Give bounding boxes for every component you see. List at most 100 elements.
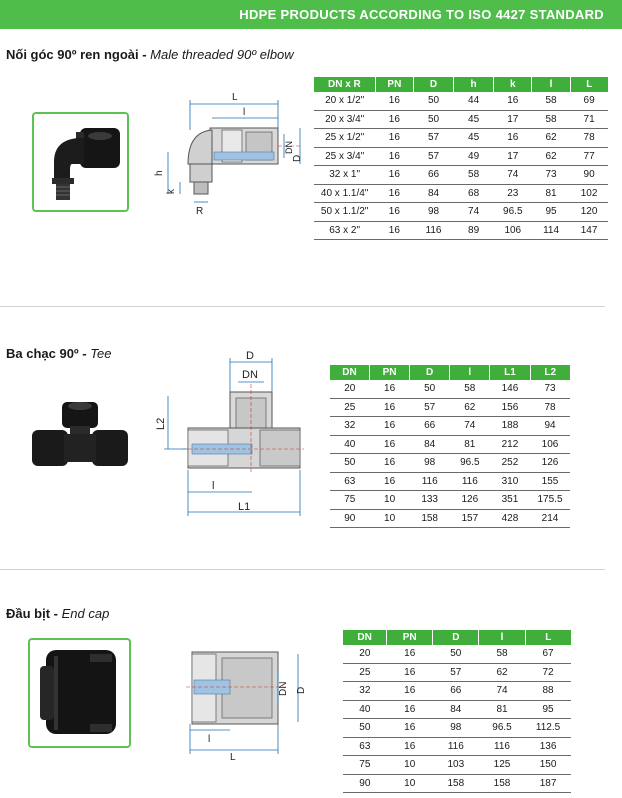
table-cell: 57 bbox=[413, 128, 454, 148]
table-cell: 71 bbox=[570, 110, 608, 129]
table-cell: 116 bbox=[413, 221, 454, 240]
table-cell: 10 bbox=[369, 509, 410, 528]
table-cell: 77 bbox=[570, 147, 608, 166]
table-cell: 78 bbox=[570, 128, 608, 148]
table-cell: 50 bbox=[343, 718, 387, 738]
table-cell: 88 bbox=[525, 681, 571, 701]
col-header: l bbox=[478, 630, 526, 645]
table-cell: 16 bbox=[386, 737, 433, 756]
table-cell: 16 bbox=[369, 380, 410, 399]
table-cell: 147 bbox=[570, 221, 608, 240]
table-cell: 90 bbox=[343, 774, 387, 793]
table-cell: 10 bbox=[369, 490, 410, 510]
col-header: D bbox=[409, 365, 450, 380]
table-cell: 16 bbox=[369, 453, 410, 473]
table-cell: 81 bbox=[449, 435, 490, 454]
table-cell: 98 bbox=[409, 453, 450, 473]
table-cell: 62 bbox=[531, 128, 571, 148]
table-cell: 66 bbox=[432, 681, 479, 701]
col-header: D bbox=[432, 630, 479, 645]
table-cell: 50 bbox=[413, 110, 454, 129]
col-header: PN bbox=[386, 630, 433, 645]
tee-technical-drawing: D DN L2 l L1 bbox=[155, 350, 304, 516]
table-cell: 50 x 1.1/2" bbox=[314, 202, 376, 222]
table-cell: 96.5 bbox=[449, 453, 490, 473]
table-cell: 66 bbox=[409, 416, 450, 436]
table-cell: 16 bbox=[375, 92, 414, 111]
table-cell: 57 bbox=[413, 147, 454, 166]
table-cell: 78 bbox=[530, 398, 570, 417]
table-cell: 146 bbox=[489, 380, 531, 399]
endcap-section-title: Đầu bịt - End cap bbox=[6, 606, 110, 621]
table-cell: 116 bbox=[409, 472, 450, 491]
section-divider bbox=[0, 569, 605, 570]
table-cell: 75 bbox=[330, 490, 370, 510]
table-cell: 62 bbox=[449, 398, 490, 417]
table-cell: 310 bbox=[489, 472, 531, 491]
table-cell: 10 bbox=[386, 755, 433, 775]
table-cell: 57 bbox=[432, 663, 479, 682]
table-cell: 20 x 1/2" bbox=[314, 92, 376, 111]
col-header: D bbox=[412, 77, 454, 92]
table-cell: 116 bbox=[449, 472, 490, 491]
elbow-dim-l: l bbox=[243, 107, 245, 118]
table-cell: 84 bbox=[413, 184, 454, 203]
table-cell: 62 bbox=[531, 147, 571, 166]
table-cell: 116 bbox=[432, 737, 479, 756]
table-cell: 16 bbox=[375, 221, 414, 240]
table-cell: 81 bbox=[478, 700, 526, 719]
col-header: L bbox=[524, 630, 571, 645]
table-cell: 63 x 2" bbox=[314, 221, 376, 240]
col-header: l bbox=[449, 365, 490, 380]
table-cell: 16 bbox=[386, 663, 433, 682]
table-cell: 63 bbox=[343, 737, 387, 756]
table-cell: 16 bbox=[375, 147, 414, 166]
table-cell: 98 bbox=[413, 202, 454, 222]
tee-dim-DN: DN bbox=[242, 369, 258, 381]
table-cell: 50 bbox=[330, 453, 370, 473]
table-cell: 252 bbox=[489, 453, 531, 473]
table-cell: 102 bbox=[570, 184, 608, 203]
table-cell: 155 bbox=[530, 472, 570, 491]
table-cell: 20 bbox=[343, 645, 387, 664]
table-cell: 157 bbox=[449, 509, 490, 528]
table-cell: 10 bbox=[386, 774, 433, 793]
table-cell: 16 bbox=[375, 128, 414, 148]
elbow-dim-k: k bbox=[166, 188, 177, 194]
col-header: PN bbox=[374, 77, 414, 92]
endcap-dim-l: l bbox=[208, 734, 210, 745]
table-cell: 67 bbox=[525, 645, 571, 664]
endcap-technical-drawing: DN D l L bbox=[186, 651, 307, 760]
elbow-section-title: Nối góc 90º ren ngoài - Male threaded 90… bbox=[6, 47, 294, 62]
table-cell: 106 bbox=[530, 435, 570, 454]
table-cell: 50 bbox=[413, 92, 454, 111]
col-header: k bbox=[493, 77, 532, 92]
table-cell: 212 bbox=[489, 435, 531, 454]
table-cell: 16 bbox=[386, 645, 433, 664]
endcap-product-photo bbox=[28, 638, 131, 748]
table-cell: 188 bbox=[489, 416, 531, 436]
table-cell: 187 bbox=[525, 774, 571, 793]
table-cell: 94 bbox=[530, 416, 570, 436]
tee-dim-L1: L1 bbox=[238, 501, 250, 513]
table-cell: 16 bbox=[369, 472, 410, 491]
table-cell: 45 bbox=[453, 110, 494, 129]
table-cell: 32 bbox=[330, 416, 370, 436]
table-cell: 95 bbox=[525, 700, 571, 719]
table-cell: 40 bbox=[330, 435, 370, 454]
